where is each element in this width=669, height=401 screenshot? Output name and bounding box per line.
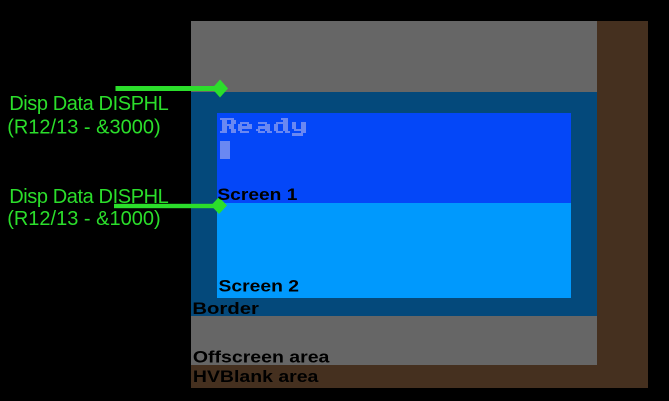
svg-text:Offscreen area: Offscreen area: [193, 347, 330, 366]
svg-text:Disp Data DISPHL: Disp Data DISPHL: [9, 186, 168, 208]
svg-text:HVBlank area: HVBlank area: [193, 367, 319, 386]
svg-text:Screen 2: Screen 2: [219, 277, 300, 296]
svg-text:(R12/13 - &3000): (R12/13 - &3000): [7, 117, 160, 139]
svg-text:Border: Border: [192, 299, 259, 318]
svg-text:Screen 1: Screen 1: [217, 185, 297, 204]
svg-text:Disp Data DISPHL: Disp Data DISPHL: [9, 93, 168, 115]
svg-text:(R12/13 - &1000): (R12/13 - &1000): [7, 208, 160, 230]
